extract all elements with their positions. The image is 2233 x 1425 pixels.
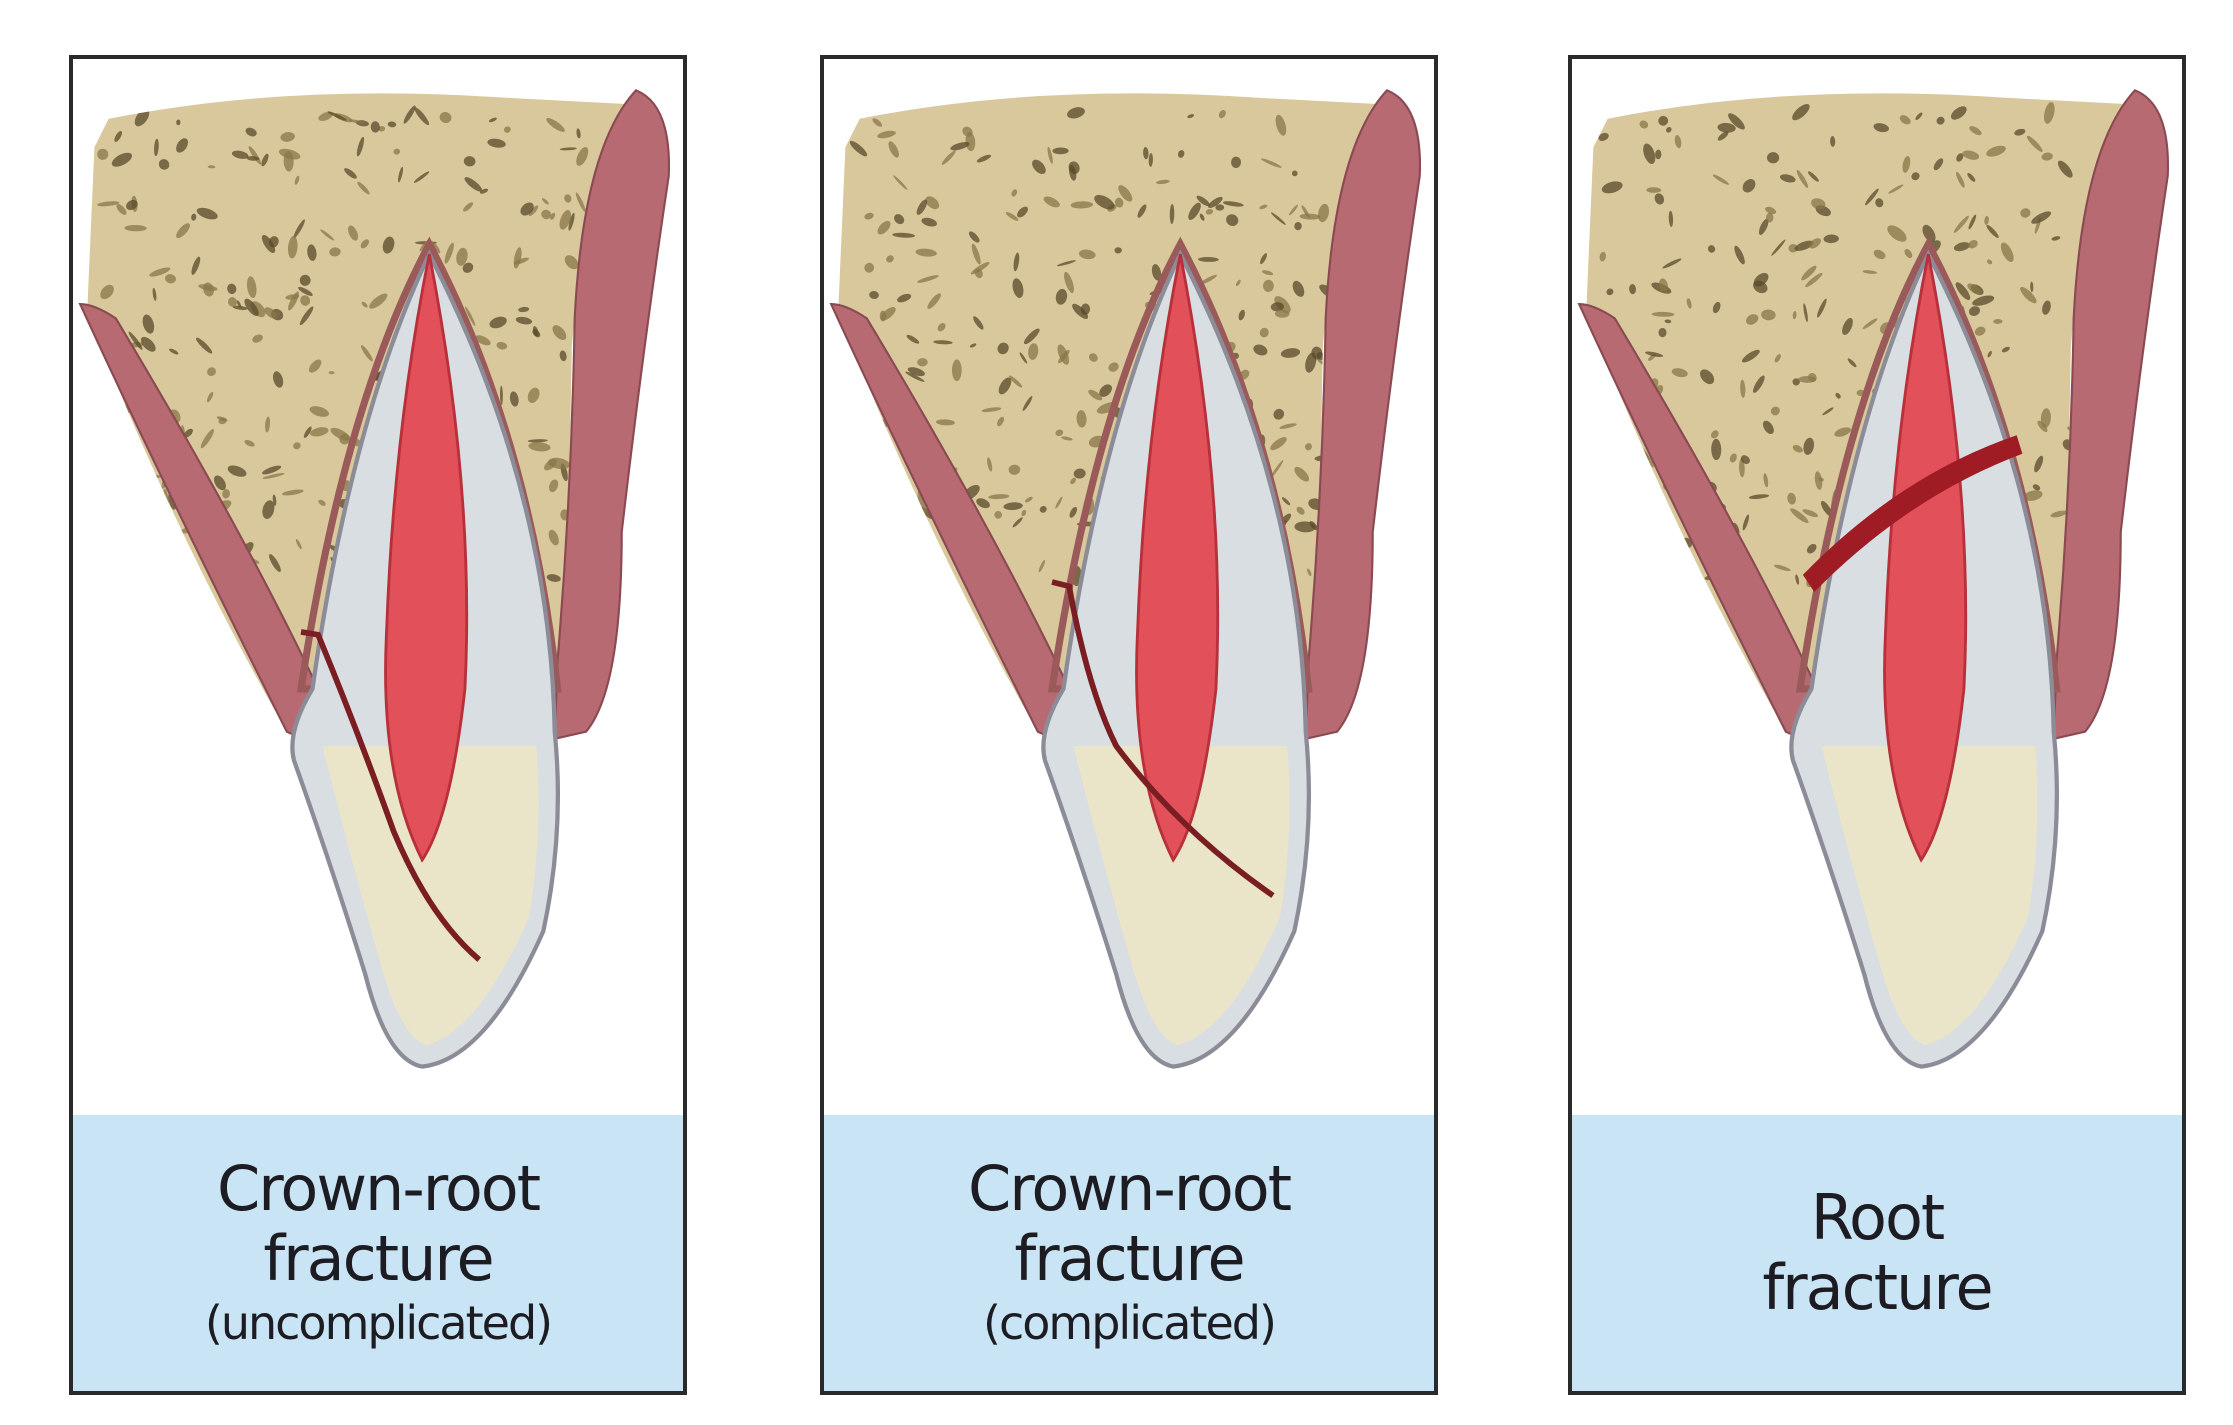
panel-root-fracture: Root fracture: [1568, 55, 2186, 1395]
tooth-illustration: [1572, 59, 2182, 1115]
panel-caption: Crown-root fracture (complicated): [824, 1115, 1434, 1391]
gum-right: [1304, 89, 1422, 741]
crown-enamel: [322, 745, 539, 1046]
caption-line: fracture: [1014, 1222, 1245, 1295]
caption-line: Root: [1810, 1181, 1945, 1254]
caption-line: Crown-root: [967, 1152, 1292, 1225]
panel-crown-root-uncomplicated: Crown-root fracture (uncomplicated): [69, 55, 687, 1395]
caption-qualifier: (uncomplicated): [204, 1296, 553, 1350]
panel-caption: Crown-root fracture (uncomplicated): [73, 1115, 683, 1391]
gum-left: [78, 303, 320, 748]
caption-line: fracture: [1762, 1251, 1993, 1324]
dental-pulp: [1135, 253, 1220, 863]
tooth-illustration: [824, 59, 1434, 1115]
caption-line: fracture: [263, 1222, 494, 1295]
dental-pulp: [1883, 253, 1968, 863]
crown-enamel: [1821, 745, 2038, 1046]
fracture-line: [1802, 435, 2023, 592]
fracture-line: [1051, 579, 1275, 898]
caption-line: Crown-root: [216, 1152, 541, 1225]
tooth-illustration: [73, 59, 683, 1115]
gum-right: [553, 89, 671, 741]
gum-left: [1577, 303, 1819, 748]
crown-enamel: [1073, 745, 1290, 1046]
dental-pulp: [384, 253, 469, 863]
fracture-line: [300, 629, 482, 962]
gum-left: [829, 303, 1071, 748]
panel-crown-root-complicated: Crown-root fracture (complicated): [820, 55, 1438, 1395]
panel-caption: Root fracture: [1572, 1115, 2182, 1391]
caption-qualifier: (complicated): [983, 1296, 1277, 1350]
gum-right: [2052, 89, 2170, 741]
